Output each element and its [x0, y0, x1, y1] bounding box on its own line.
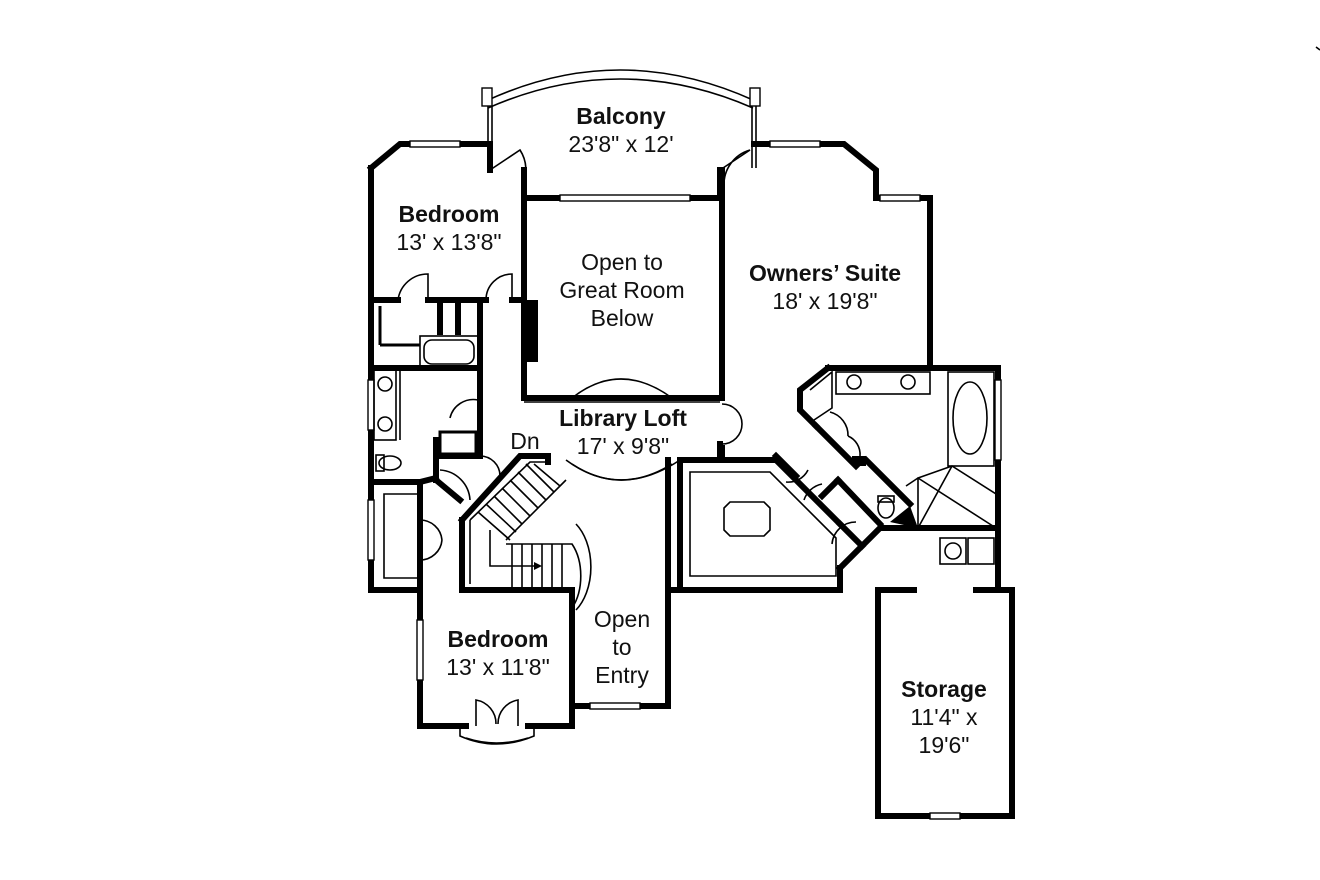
open-great-room-line3: Below: [590, 305, 654, 331]
balcony-label: Balcony 23'8" x 12': [568, 102, 673, 158]
bedroom-top-walls: [366, 140, 723, 593]
bedroom-bottom-walls: [416, 587, 575, 745]
balcony-name: Balcony: [576, 103, 666, 129]
stair-down-text: Dn: [510, 428, 540, 454]
open-entry-line2: to: [612, 634, 632, 660]
storage-dims-line2: 19'6": [918, 732, 970, 758]
owners-suite-walls: [719, 140, 933, 463]
open-entry-line3: Entry: [595, 662, 649, 688]
open-great-room-label: Open to Great Room Below: [559, 248, 684, 332]
bedroom-bottom-label: Bedroom 13' x 11'8": [446, 625, 549, 681]
stair-down-label: Dn: [510, 427, 539, 455]
edge-mark: [1315, 46, 1320, 51]
bedroom-top-name: Bedroom: [398, 201, 500, 227]
library-loft-label: Library Loft 17' x 9'8": [559, 404, 687, 460]
master-bath: [771, 363, 1002, 531]
storage-dims-line1: 11'4" x: [910, 704, 978, 730]
library-loft-dims: 17' x 9'8": [576, 433, 670, 459]
storage-label: Storage 11'4" x 19'6": [901, 675, 987, 759]
open-great-room-line1: Open to: [581, 249, 663, 275]
bedroom-bottom-dims: 13' x 11'8": [446, 654, 550, 680]
open-to-entry-walls: [569, 441, 843, 710]
bedroom-top-label: Bedroom 13' x 13'8": [396, 200, 501, 256]
open-entry-label: Open to Entry: [594, 605, 650, 689]
bedroom-top-dims: 13' x 13'8": [396, 229, 502, 255]
balcony-dims: 23'8" x 12': [568, 131, 674, 157]
storage-walls: [875, 587, 1015, 820]
owners-suite-dims: 18' x 19'8": [772, 288, 878, 314]
walk-in-closet: [689, 455, 867, 593]
storage-name: Storage: [901, 676, 987, 702]
library-loft-name: Library Loft: [559, 405, 687, 431]
open-great-room-line2: Great Room: [559, 277, 685, 303]
fireplace: [524, 300, 538, 362]
balcony-outline: [481, 69, 761, 168]
staircase: [457, 453, 592, 709]
owners-suite-label: Owners’ Suite 18' x 19'8": [749, 259, 901, 315]
open-entry-line1: Open: [593, 606, 651, 632]
bedroom-bottom-name: Bedroom: [447, 626, 549, 652]
library-loft-walls: [431, 378, 743, 505]
closet-west: [383, 483, 443, 593]
laundry: [835, 525, 1001, 593]
owners-suite-name: Owners’ Suite: [748, 260, 902, 286]
